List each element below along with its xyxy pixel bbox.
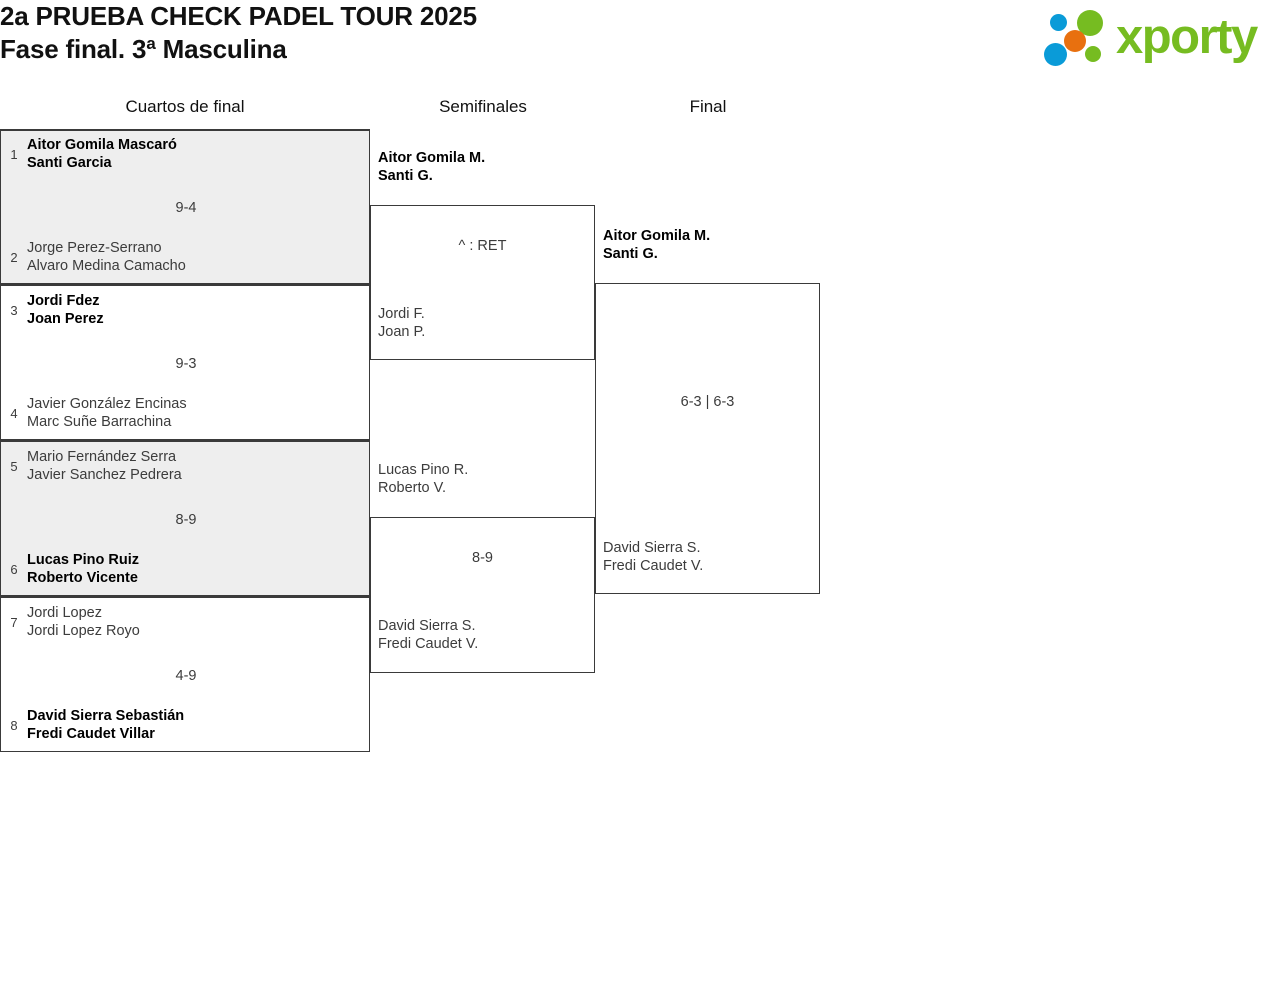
match-team-bottom: 6 Lucas Pino Ruiz Roberto Vicente — [1, 551, 369, 587]
match-team-bottom: 8 David Sierra Sebastián Fredi Caudet Vi… — [1, 707, 369, 743]
match-team-bottom: Jordi F. Joan P. — [378, 306, 426, 340]
match-team-top: Lucas Pino R. Roberto V. — [378, 462, 469, 496]
team-names: Mario Fernández Serra Javier Sanchez Ped… — [27, 449, 182, 483]
match-team-top: 3 Jordi Fdez Joan Perez — [1, 292, 369, 328]
match-semifinal-2[interactable]: Lucas Pino R. Roberto V. 8-9 David Sierr… — [370, 462, 595, 673]
match-team-bottom: David Sierra S. Fredi Caudet V. — [378, 618, 479, 652]
seed-number: 5 — [10, 459, 18, 474]
seed-number: 8 — [10, 718, 18, 733]
match-score: 9-3 — [175, 356, 197, 372]
logo-wordmark: xporty — [1116, 10, 1258, 64]
match-team-top: 7 Jordi Lopez Jordi Lopez Royo — [1, 604, 369, 640]
match-score: 6-3 | 6-3 — [680, 394, 735, 410]
match-team-top: Aitor Gomila M. Santi G. — [603, 228, 711, 262]
match-team-bottom: David Sierra S. Fredi Caudet V. — [603, 540, 704, 574]
match-team-top: 1 Aitor Gomila Mascaró Santi Garcia — [1, 136, 369, 172]
column-header-final: Final — [689, 97, 727, 116]
match-semifinal-1[interactable]: Aitor Gomila M. Santi G. ^ : RET Jordi F… — [370, 150, 595, 360]
tournament-name: 2a PRUEBA CHECK PADEL TOUR 2025 — [0, 1, 477, 31]
match-final[interactable]: Aitor Gomila M. Santi G. 6-3 | 6-3 David… — [595, 228, 820, 594]
match-score: 8-9 — [472, 550, 493, 566]
column-header-quarterfinals: Cuartos de final — [125, 97, 245, 116]
match-team-bottom: 4 Javier González Encinas Marc Suñe Barr… — [1, 395, 369, 431]
match-quarterfinal-3[interactable]: 5 Mario Fernández Serra Javier Sanchez P… — [0, 440, 370, 596]
dot-orange — [1064, 30, 1086, 52]
team-names: Lucas Pino Ruiz Roberto Vicente — [27, 552, 139, 586]
seed-number: 7 — [10, 615, 18, 630]
tournament-phase: Fase final. 3ª Masculina — [0, 34, 287, 64]
match-team-top: Aitor Gomila M. Santi G. — [378, 150, 486, 184]
match-score: 8-9 — [175, 512, 197, 528]
team-names: Jordi Lopez Jordi Lopez Royo — [27, 605, 140, 639]
match-quarterfinal-1[interactable]: 1 Aitor Gomila Mascaró Santi Garcia 9-4 … — [0, 129, 370, 284]
team-names: Javier González Encinas Marc Suñe Barrac… — [27, 396, 187, 430]
dot-blue-large — [1044, 43, 1067, 66]
seed-number: 4 — [10, 406, 18, 421]
team-names: Jorge Perez-Serrano Alvaro Medina Camach… — [27, 240, 186, 274]
seed-number: 1 — [10, 147, 18, 162]
seed-number: 6 — [10, 562, 18, 577]
seed-number: 3 — [10, 303, 18, 318]
xporty-logo[interactable]: xporty — [1044, 4, 1276, 70]
logo-dots-icon — [1044, 10, 1118, 66]
seed-number: 2 — [10, 250, 18, 265]
match-team-top: 5 Mario Fernández Serra Javier Sanchez P… — [1, 448, 369, 484]
team-names: Aitor Gomila Mascaró Santi Garcia — [27, 137, 177, 171]
dot-green-small — [1085, 46, 1101, 62]
page-title: 2a PRUEBA CHECK PADEL TOUR 2025 Fase fin… — [0, 0, 900, 66]
match-quarterfinal-4[interactable]: 7 Jordi Lopez Jordi Lopez Royo 4-9 8 Dav… — [0, 596, 370, 752]
match-score: ^ : RET — [458, 238, 507, 254]
team-names: Jordi Fdez Joan Perez — [27, 293, 104, 327]
match-quarterfinal-2[interactable]: 3 Jordi Fdez Joan Perez 9-3 4 Javier Gon… — [0, 284, 370, 440]
match-team-bottom: 2 Jorge Perez-Serrano Alvaro Medina Cama… — [1, 239, 369, 275]
match-score: 4-9 — [175, 668, 197, 684]
column-header-semifinals: Semifinales — [439, 97, 527, 116]
match-score: 9-4 — [175, 200, 197, 216]
team-names: David Sierra Sebastián Fredi Caudet Vill… — [27, 708, 185, 742]
dot-blue-small — [1050, 14, 1067, 31]
